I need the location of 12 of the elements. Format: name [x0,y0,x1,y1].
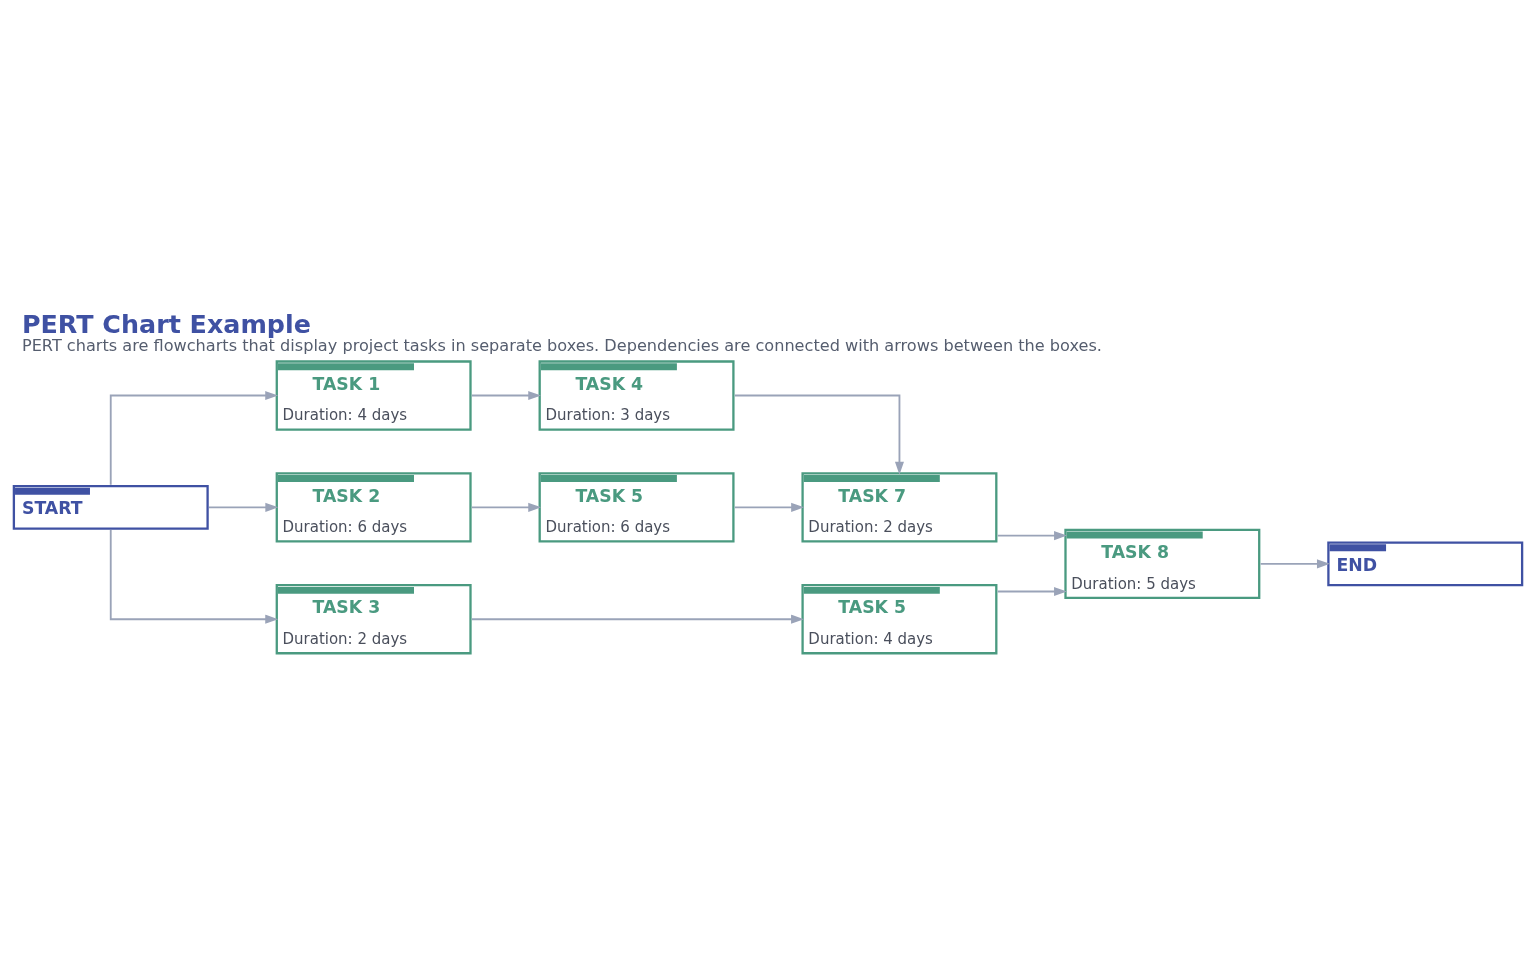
arrow [471,502,542,512]
arrow [996,587,1067,597]
diagram-title: PERT Chart Example [21,309,311,340]
arrow [471,614,804,624]
arrow [109,529,279,624]
arrow [996,531,1067,541]
arrow [208,502,279,512]
arrow [733,394,904,475]
arrow [109,391,279,486]
arrow [471,391,542,401]
arrow [1259,559,1330,569]
arrow [733,502,805,512]
